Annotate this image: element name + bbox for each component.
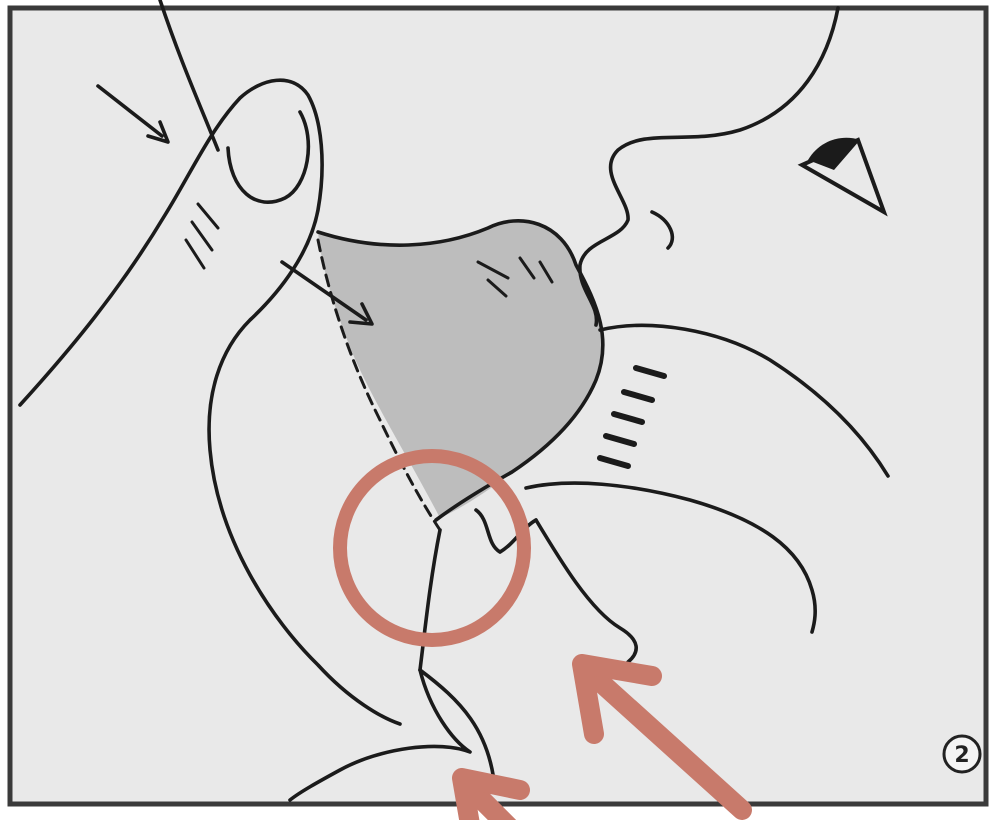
panel-number: 2 bbox=[954, 743, 969, 768]
panel-number-badge: 2 bbox=[944, 736, 980, 772]
